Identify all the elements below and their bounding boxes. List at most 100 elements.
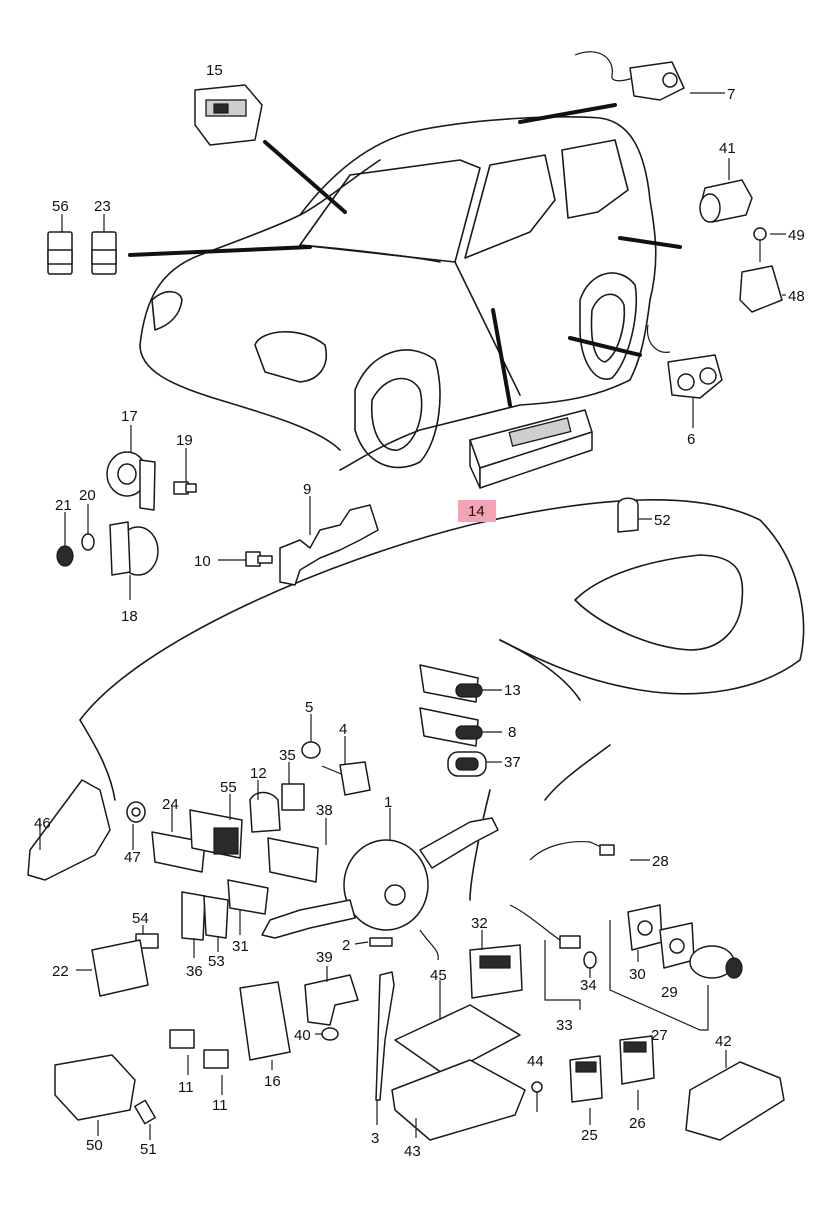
callout: 28 (652, 853, 669, 870)
callout: 48 (788, 288, 805, 305)
callout: 1 (384, 794, 392, 811)
callout: 53 (208, 953, 225, 970)
callout: 15 (206, 62, 223, 79)
part-55-switch (189, 794, 243, 859)
callout: 4 (339, 721, 347, 738)
part-9-bracket (279, 496, 379, 586)
part-46-bracket (27, 779, 111, 881)
callout: 5 (305, 699, 313, 716)
callout: 9 (303, 481, 311, 498)
part-48-relay (739, 265, 786, 313)
callout: 47 (124, 849, 141, 866)
part-44-screw (531, 1081, 543, 1112)
part-17-horn (106, 425, 156, 511)
part-19-bolt (173, 448, 197, 495)
callout: 49 (788, 227, 805, 244)
part-18-horn (109, 521, 159, 600)
part-31-switch (227, 879, 269, 935)
instrument-panel-outline (79, 499, 805, 901)
callout: 23 (94, 198, 111, 215)
part-49-screw (753, 227, 786, 262)
callout: 46 (34, 815, 51, 832)
callout: 13 (504, 682, 521, 699)
part-35-relay (281, 762, 305, 811)
part-38-switch (267, 818, 327, 883)
part-45-sheet (394, 980, 521, 1076)
callout: 44 (527, 1053, 544, 1070)
part-41-motor (699, 158, 753, 223)
part-15-window-switch (194, 84, 263, 146)
callout: 38 (316, 802, 333, 819)
part-52-cap (617, 497, 652, 533)
part-11-connector-b (203, 1049, 229, 1095)
part-22-relay (76, 939, 149, 997)
callout: 39 (316, 949, 333, 966)
part-53-switch (203, 895, 229, 952)
vehicle-outline (139, 116, 657, 471)
part-36-switch (181, 891, 206, 958)
callout: 25 (581, 1127, 598, 1144)
callout: 36 (186, 963, 203, 980)
callout: 42 (715, 1033, 732, 1050)
callout: 21 (55, 497, 72, 514)
part-30-bezel (627, 904, 663, 962)
part-51-screw (134, 1099, 156, 1140)
callout: 29 (661, 984, 678, 1001)
callout: 26 (629, 1115, 646, 1132)
callout: 22 (52, 963, 69, 980)
callout: 43 (404, 1143, 421, 1160)
callout: 6 (687, 431, 695, 448)
callout-labels: 1 2 3 4 5 6 7 8 9 10 11 11 12 13 14 15 1… (34, 62, 805, 1160)
part-43-module (391, 1059, 526, 1141)
part-6-switch (646, 324, 723, 428)
part-14-switch-assembly (469, 409, 593, 489)
part-4-switch (321, 736, 371, 796)
part-8-switch (419, 707, 502, 747)
callout: 19 (176, 432, 193, 449)
callout: 45 (430, 967, 447, 984)
callout: 2 (342, 937, 350, 954)
callout: 34 (580, 977, 597, 994)
callout: 17 (121, 408, 138, 425)
part-12-clip (249, 780, 281, 833)
callout: 52 (654, 512, 671, 529)
callout: 56 (52, 198, 69, 215)
callout: 18 (121, 608, 138, 625)
part-13-switch (419, 664, 502, 703)
part-26-switch (619, 1035, 655, 1110)
callout: 7 (727, 86, 735, 103)
callout: 54 (132, 910, 149, 927)
part-23-relay (91, 214, 117, 275)
callout: 37 (504, 754, 521, 771)
callout: 24 (162, 796, 179, 813)
callout: 55 (220, 779, 237, 796)
callout: 10 (194, 553, 211, 570)
callout: 11 (212, 1097, 228, 1114)
part-5-nut (301, 714, 321, 759)
part-3-cable-tie (375, 971, 395, 1125)
part-2-screw (354, 937, 393, 947)
part-27-lamp (609, 920, 743, 1031)
part-47-nut (126, 801, 146, 850)
part-28-wiring (529, 840, 650, 861)
part-33-bulb-socket (509, 904, 581, 1010)
part-11-connector-a (169, 1029, 195, 1075)
callout: 14 (468, 503, 485, 520)
callout: 11 (178, 1079, 194, 1096)
pointer-lines (128, 103, 682, 407)
part-7-sensor (574, 51, 725, 101)
part-34-bulb (583, 951, 597, 978)
part-42-bracket (685, 1050, 785, 1141)
part-25-switch (569, 1055, 603, 1125)
callout: 3 (371, 1130, 379, 1147)
part-40-nut (315, 1027, 339, 1041)
part-39-bracket (304, 966, 359, 1026)
callout: 35 (279, 747, 296, 764)
part-21-nut (56, 512, 74, 567)
callout: 51 (140, 1141, 157, 1158)
callout: 41 (719, 140, 736, 157)
callout: 31 (232, 938, 249, 955)
callout: 50 (86, 1137, 103, 1154)
